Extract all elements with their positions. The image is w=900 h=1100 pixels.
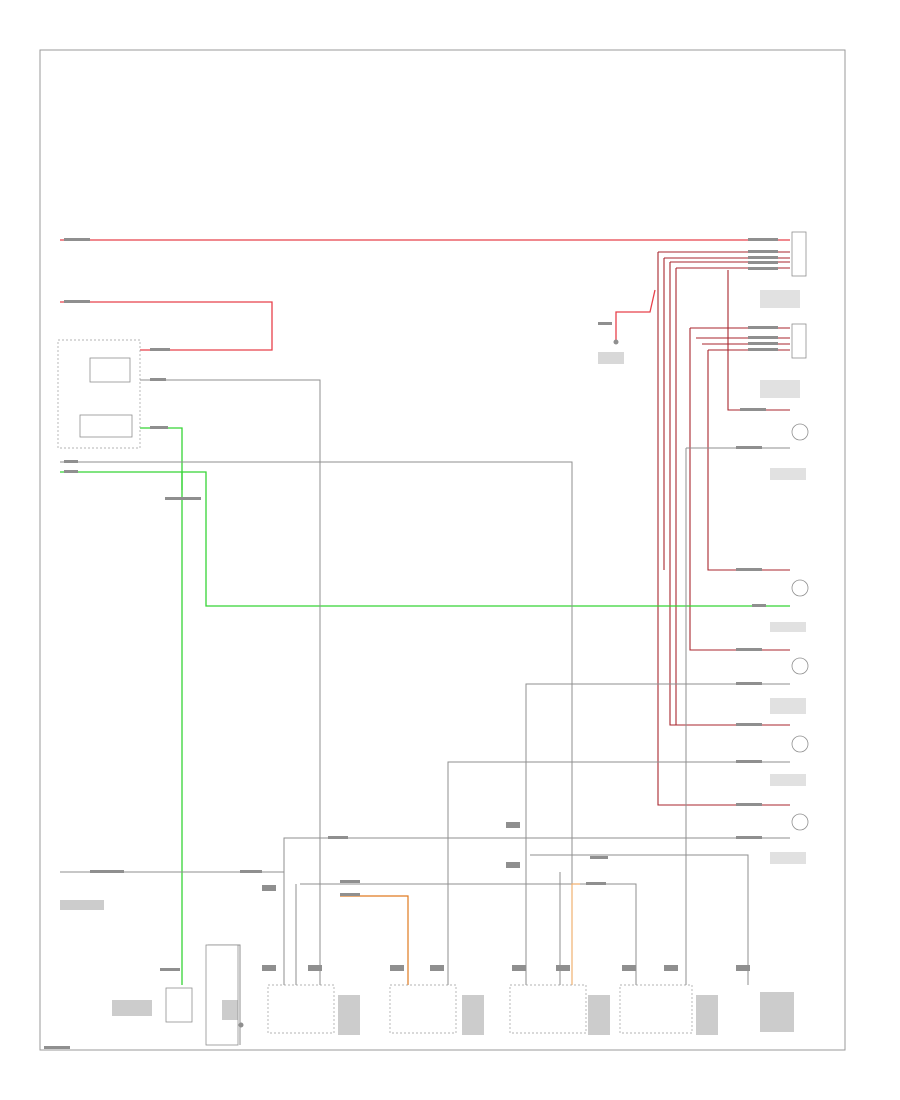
ground-label [598, 352, 624, 364]
wire-label-tag [64, 300, 90, 303]
wire-label-tag [64, 470, 78, 473]
left-module-relay [79, 414, 133, 438]
right-labels [760, 290, 806, 864]
wire-label-tag [64, 460, 78, 463]
bottom-switches [44, 822, 794, 1049]
wire-gray-5 [525, 683, 790, 985]
wire-red-bundle-3 [669, 262, 790, 726]
bottom-switch-left [165, 987, 193, 1023]
wire-red-to-lamp-2 [689, 328, 790, 651]
right-wire-tags [736, 238, 778, 839]
ground-point [613, 339, 619, 345]
wire-orange-1 [340, 895, 409, 985]
left-module [57, 238, 201, 500]
wire-gray-9 [300, 883, 637, 985]
wire-label-tag [150, 348, 170, 351]
bottom-ground [238, 1022, 244, 1028]
window-switch-1 [267, 984, 335, 1034]
wire-label-tag [64, 238, 90, 241]
lamp-5 [791, 813, 809, 831]
right-connector-1 [791, 231, 807, 277]
wire-gray-1 [140, 379, 321, 985]
wire-gray-7 [283, 837, 790, 985]
left-module-switch [89, 357, 131, 383]
wire-label-tag [150, 378, 166, 381]
bottom-tags [44, 822, 794, 1049]
lamp-2 [791, 579, 809, 597]
right-connector-2 [791, 323, 807, 359]
wire-gray-10 [530, 854, 749, 985]
wire-gray-2 [60, 461, 573, 985]
wire-green-horizontal [60, 471, 790, 607]
wire-label-tag [150, 426, 168, 429]
lamp-4 [791, 735, 809, 753]
wire-green-vertical [140, 427, 183, 985]
window-switch-4 [619, 984, 693, 1034]
green-wires [60, 427, 790, 985]
wire-label-tag [165, 497, 201, 500]
window-switch-2 [389, 984, 457, 1034]
left-module-box [57, 339, 141, 449]
wire-red-to-lamp [707, 350, 790, 571]
wire-red-bundle-1 [657, 252, 790, 806]
window-switch-3 [509, 984, 587, 1034]
bottom-connector [205, 944, 239, 1046]
gray-wires [60, 379, 790, 1045]
right-components [736, 231, 809, 864]
wire-orange-2 [571, 883, 580, 985]
wire-red-left [60, 301, 273, 351]
wire-label-tag [598, 322, 612, 325]
lamp-3 [791, 657, 809, 675]
red-wires [60, 239, 790, 806]
wire-red-center [615, 289, 656, 340]
lamp-1 [791, 423, 809, 441]
wire-gray-6 [447, 761, 790, 985]
wire-red-loop [727, 270, 790, 411]
diagram-frame [39, 49, 846, 1051]
